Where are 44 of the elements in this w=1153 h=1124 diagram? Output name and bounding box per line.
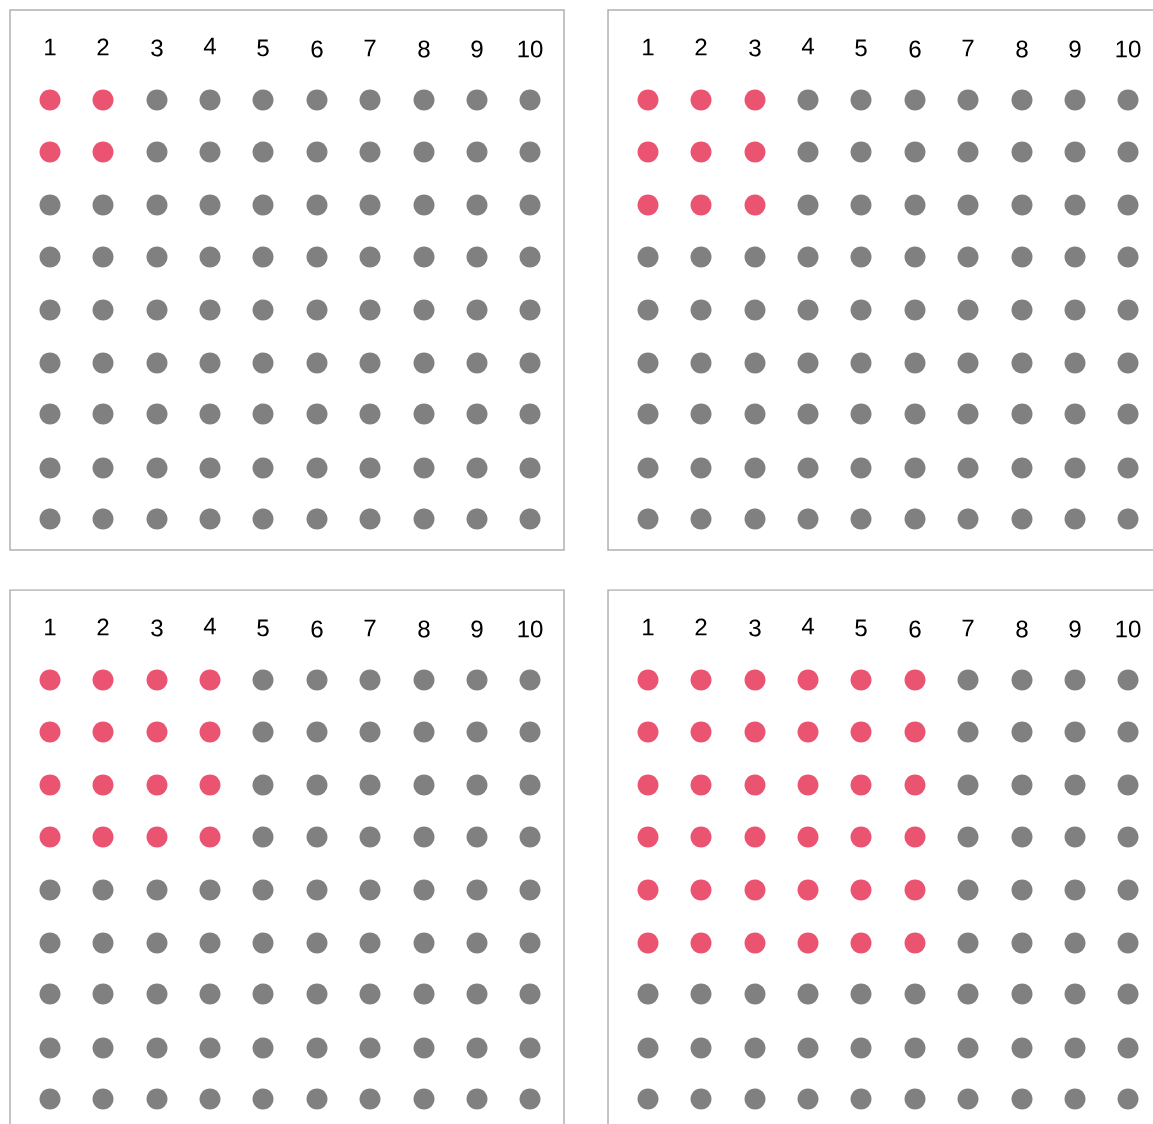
column-number: 4 [801, 617, 814, 635]
column-number: 1 [643, 38, 654, 56]
column-number: 8 [1016, 40, 1028, 58]
column-number: 8 [418, 620, 430, 638]
column-number: 3 [749, 619, 761, 637]
column-number: 2 [97, 38, 109, 56]
column-number: 5 [257, 39, 269, 57]
dot-panel [607, 589, 1153, 1124]
column-number: 10 [1116, 40, 1141, 58]
column-number: 2 [695, 618, 707, 636]
column-number: 4 [801, 37, 814, 55]
column-number: 5 [855, 39, 867, 57]
column-number: 9 [1069, 620, 1081, 638]
column-number: 6 [909, 40, 921, 58]
column-number: 7 [364, 39, 376, 57]
column-number: 2 [695, 38, 707, 56]
column-number: 6 [311, 40, 323, 58]
column-number: 6 [909, 620, 921, 638]
column-number: 8 [1016, 620, 1028, 638]
column-number: 5 [855, 619, 867, 637]
column-number: 4 [203, 617, 216, 635]
dot-panel [9, 9, 565, 551]
dot-panel [9, 589, 565, 1124]
column-number: 3 [749, 39, 761, 57]
column-number: 7 [962, 39, 974, 57]
column-number: 10 [1116, 620, 1141, 638]
column-number: 8 [418, 40, 430, 58]
dot-panel [607, 9, 1153, 551]
column-number: 10 [518, 40, 543, 58]
column-number: 9 [471, 40, 483, 58]
column-number: 7 [962, 619, 974, 637]
column-number: 6 [311, 620, 323, 638]
column-number: 2 [97, 618, 109, 636]
column-number: 10 [518, 620, 543, 638]
column-number: 9 [1069, 40, 1081, 58]
column-number: 5 [257, 619, 269, 637]
column-number: 3 [151, 619, 163, 637]
column-number: 1 [45, 618, 56, 636]
column-number: 3 [151, 39, 163, 57]
column-number: 4 [203, 37, 216, 55]
column-number: 9 [471, 620, 483, 638]
column-number: 1 [643, 618, 654, 636]
column-number: 7 [364, 619, 376, 637]
column-number: 1 [45, 38, 56, 56]
